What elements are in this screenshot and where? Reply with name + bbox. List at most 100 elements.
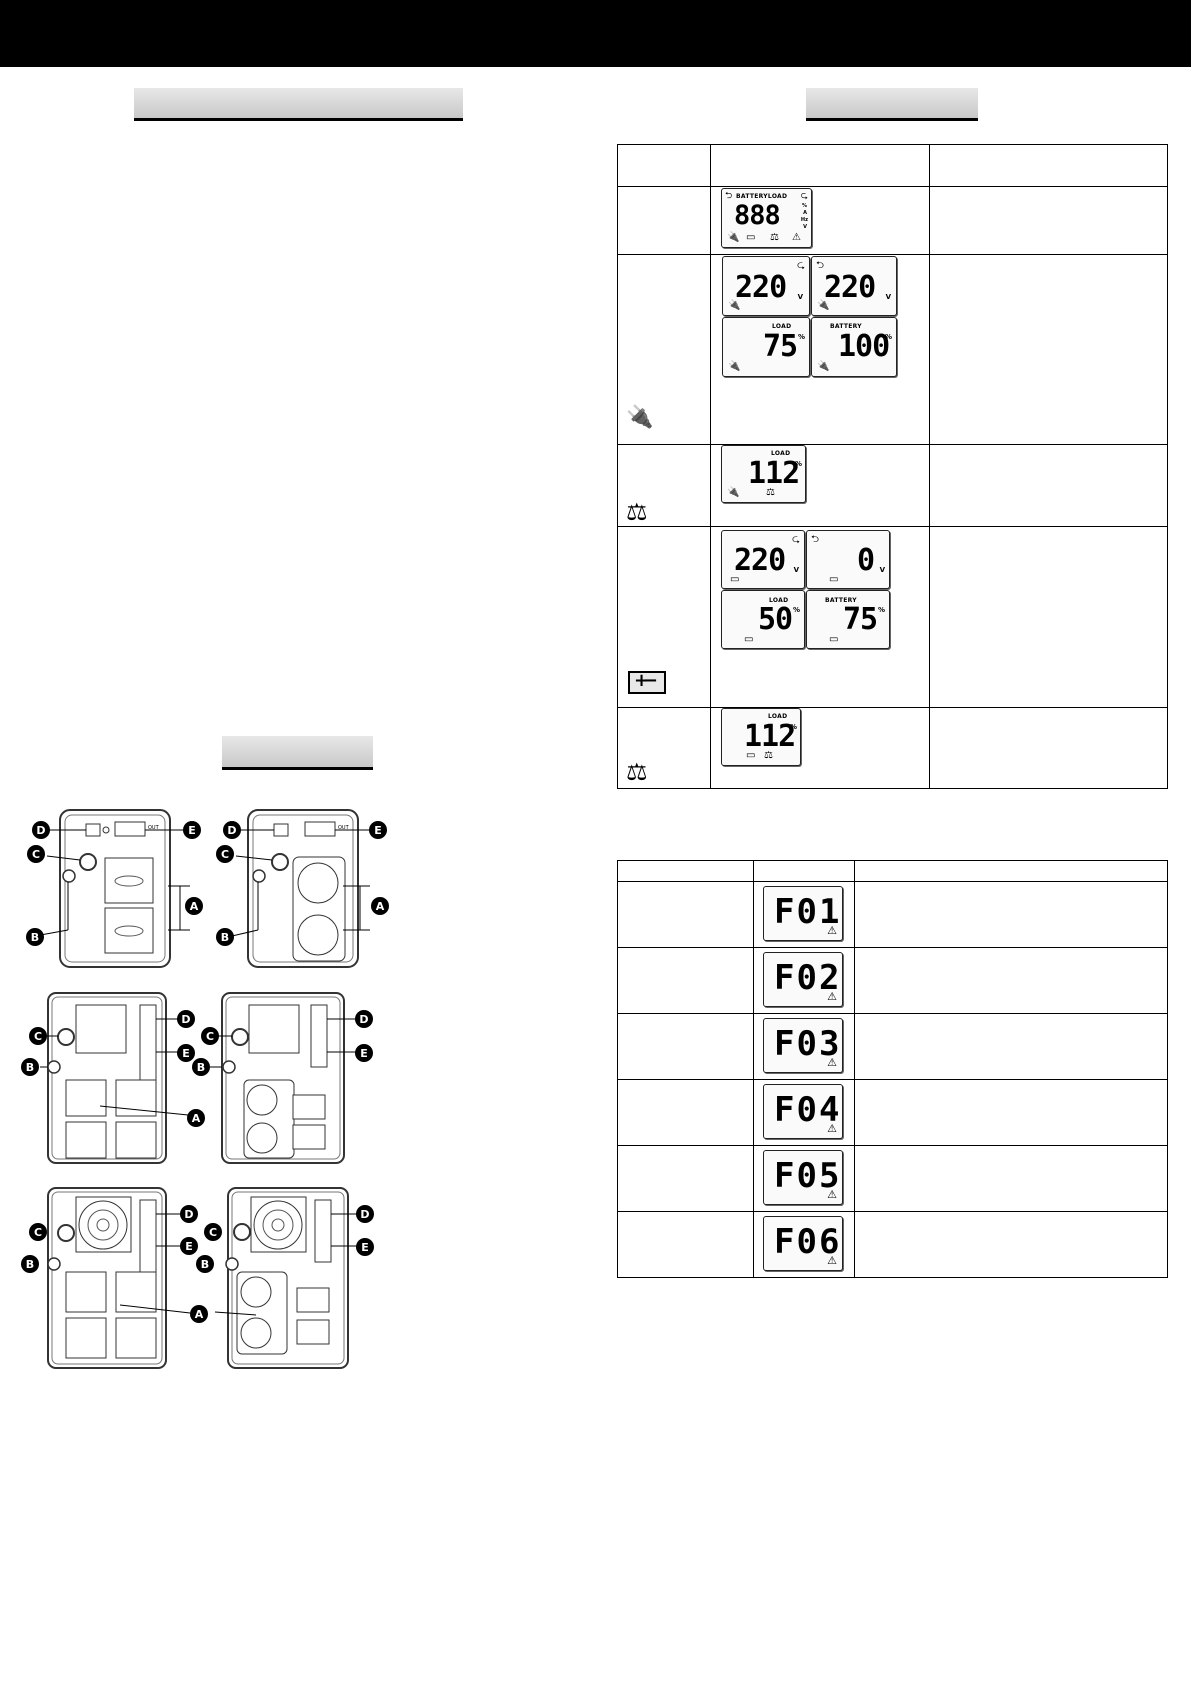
battery-unit: % [884,333,892,341]
top-black-bar [0,0,1191,67]
battery-mode-input-unit: V [879,566,885,574]
lcd-header-label: BATTERYLOAD [736,193,788,200]
battery-icon: + − [628,670,666,694]
fault-lcd-f05: F05 ⚠ [763,1150,843,1205]
fault-lcd-f01: F01 ⚠ [763,886,843,941]
battery-icon: ▭ [829,634,839,645]
fault-lcd-f04: F04 ⚠ [763,1084,843,1139]
fault-lcd-f02: F02 ⚠ [763,952,843,1007]
warning-icon: ⚠ [827,1122,837,1135]
battery-mode-input-value: 0 [857,543,875,578]
svg-text:B: B [221,931,229,944]
warning-icon: ⚠ [827,924,837,937]
plug-icon: 🔌 [728,361,741,372]
svg-text:D: D [181,1013,190,1026]
battery-overload-unit: % [789,723,797,731]
rear-unit-5 [47,1187,191,1369]
svg-text:C: C [206,1030,214,1043]
svg-text:D: D [360,1208,369,1221]
svg-text:D: D [227,824,236,837]
fault-code: F01 [774,892,842,932]
table-cell [617,1013,754,1080]
lcd-status-table [617,144,1168,789]
battery-icon: ▭ [744,634,754,645]
lcd-line-overload: LOAD 112 % 🔌 ⚖ [721,445,806,503]
table-header-cell [617,144,711,187]
load-label: LOAD [772,323,792,330]
battery-icon: ▭ [730,574,740,585]
output-arrow-icon: ⮎ [796,260,805,271]
svg-text:A: A [192,1112,201,1125]
rear-unit-2: OUT [231,809,372,968]
svg-text:B: B [31,931,39,944]
battery-mode-load-label: LOAD [769,597,789,604]
svg-text:D: D [359,1013,368,1026]
rear-unit-1: OUT [34,809,190,968]
overload-load-label: LOAD [771,450,791,457]
battery-overload-value: 112 [744,719,796,754]
battery-label: BATTERY [830,323,862,330]
table-cell [854,1079,1168,1146]
svg-text:B: B [26,1258,34,1271]
table-cell [929,526,1168,708]
plug-icon: 🔌 [727,232,740,243]
lcd-unit-volt: V [803,224,807,230]
overload-load-value: 112 [748,456,800,491]
lcd-battery-battery: BATTERY 75 % ▭ [806,590,890,649]
output-arrow-icon: ⮎ [800,191,808,201]
overload-icon: ⚖ [626,498,648,526]
section-heading-left [134,88,463,121]
table-cell [617,1079,754,1146]
plug-icon: 🔌 [626,405,654,430]
table-cell [617,254,711,445]
fault-lcd-f03: F03 ⚠ [763,1018,843,1073]
input-voltage-value: 220 [735,270,787,305]
lcd-unit-hz: Hz [800,217,808,223]
plug-icon: 🔌 [728,300,741,311]
lcd-line-output: ⮌ 220 V 🔌 [811,256,897,316]
table-cell [854,1013,1168,1080]
battery-mode-battery-label: BATTERY [825,597,857,604]
fault-code-table [617,860,1168,1278]
lcd-battery-input: ⮌ 0 V ▭ [806,530,890,589]
input-arrow-icon: ⮌ [811,534,820,545]
battery-icon: ▭ [746,232,756,243]
plug-icon: 🔌 [727,487,740,498]
svg-text:E: E [188,824,196,837]
svg-text:D: D [184,1208,193,1221]
output-voltage-unit: V [885,293,891,301]
svg-text:OUT: OUT [148,825,160,831]
lcd-unit-amp: A [803,210,807,216]
svg-text:B: B [197,1061,205,1074]
plug-icon: 🔌 [817,361,830,372]
svg-text:E: E [374,824,382,837]
svg-text:B: B [201,1258,209,1271]
svg-text:C: C [209,1226,217,1239]
svg-text:E: E [182,1047,190,1060]
lcd-line-input: 220 V ⮎ 🔌 [722,256,810,316]
lcd-battery-overload: LOAD 112 % ▭ ⚖ [721,708,801,766]
table-header-cell [753,860,855,882]
load-value: 75 [763,329,798,364]
battery-icon: ▭ [829,574,839,585]
svg-text:E: E [185,1240,193,1253]
warning-icon: ⚠ [827,1056,837,1069]
output-arrow-icon: ⮎ [791,534,800,545]
table-cell [617,707,711,789]
battery-mode-battery-value: 75 [843,602,878,637]
fault-code: F04 [774,1090,842,1130]
table-cell [617,947,754,1014]
fault-code: F06 [774,1222,842,1262]
battery-mode-load-unit: % [792,606,800,614]
lcd-full-segment-panel: ⮌ BATTERYLOAD ⮎ 888 % A Hz V 🔌 ▭ ⚖ ⚠ [721,188,812,248]
battery-mode-load-value: 50 [758,602,793,637]
overload-icon: ⚖ [766,487,775,498]
battery-icon: ▭ [746,750,756,761]
warning-icon: ⚠ [792,232,801,243]
lcd-battery-output: ⮎ 220 V ▭ [721,530,805,589]
rear-unit-6 [214,1187,357,1369]
table-cell [617,1211,754,1278]
rear-panel-illustrations: OUT D E C A B OUT [21,809,389,1369]
table-cell [854,881,1168,948]
table-cell [929,186,1168,255]
